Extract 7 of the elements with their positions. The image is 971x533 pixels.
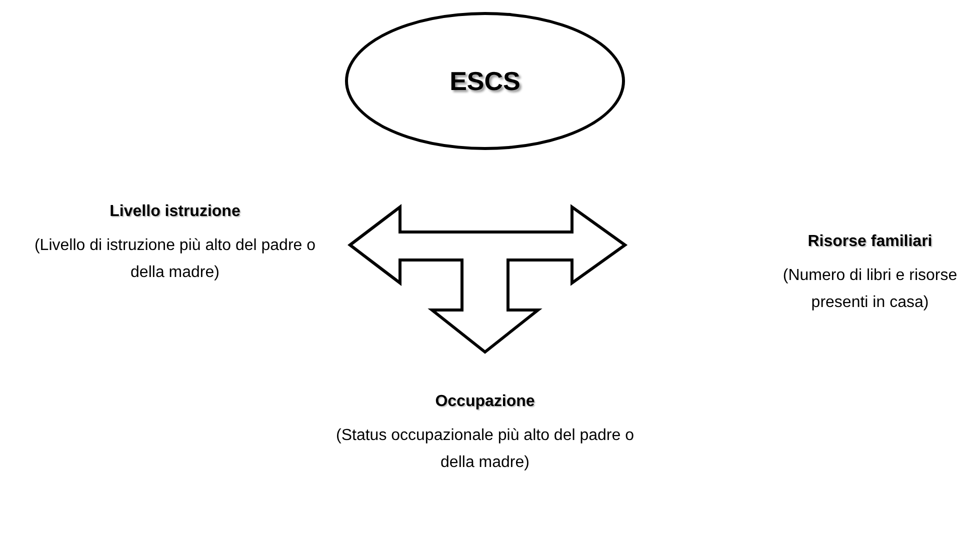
- node-title: ESCS: [450, 64, 520, 98]
- description: (Status occupazionale più alto del padre o della madre): [335, 426, 635, 473]
- heading: Risorse familiari: [808, 232, 932, 252]
- description: (Numero di libri e risorse presenti in casa): [782, 266, 958, 313]
- heading: Occupazione: [435, 392, 535, 412]
- heading: Livello istruzione: [110, 202, 240, 222]
- description: (Livello di istruzione più alto del padre o della madre): [33, 236, 317, 283]
